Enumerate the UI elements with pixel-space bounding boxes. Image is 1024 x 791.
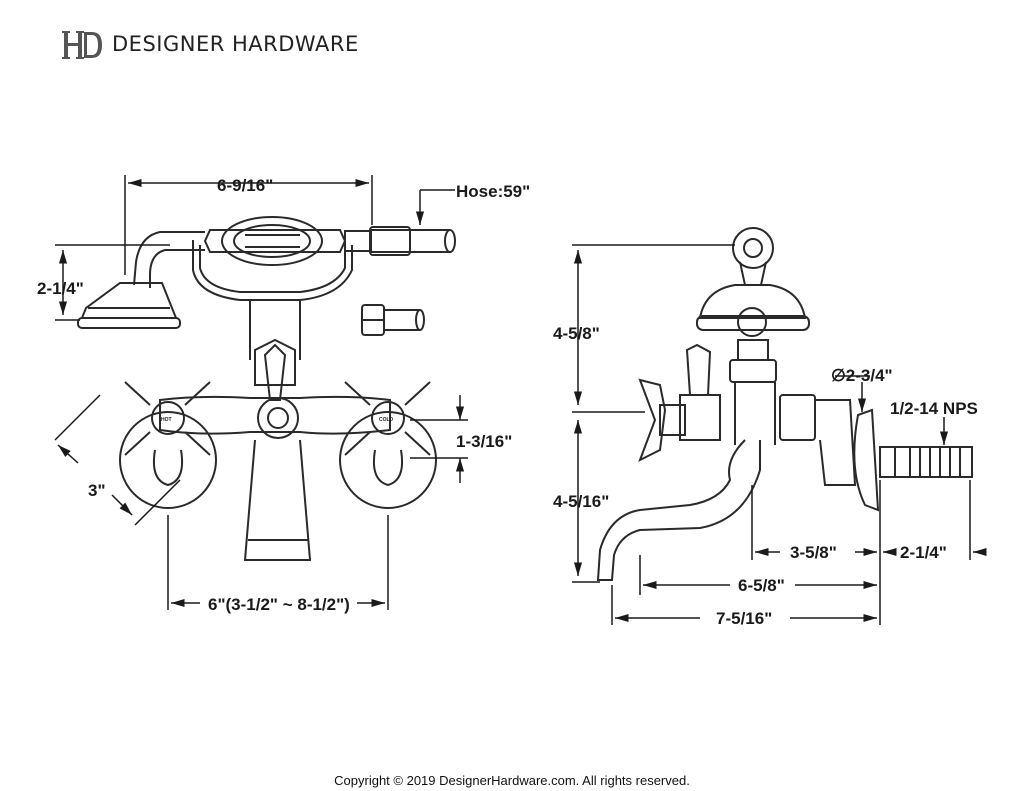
header: DESIGNER HARDWARE <box>62 26 359 62</box>
flange-diameter-label: ∅2-3/4" <box>831 366 893 385</box>
centers-label: 6"(3-1/2" ~ 8-1/2") <box>208 595 350 614</box>
side-dimensions <box>572 244 987 625</box>
lower-height-label: 4-5/16" <box>553 492 609 511</box>
spout-reach-label: 6-5/8" <box>738 576 785 595</box>
overall-reach-label: 7-5/16" <box>716 609 772 628</box>
front-dimensions <box>54 175 468 610</box>
cold-label: COLD <box>379 417 394 423</box>
thread-length-label: 2-1/4" <box>900 543 947 562</box>
side-view <box>596 227 973 581</box>
dh-monogram-icon <box>62 31 102 59</box>
thread-spec-label: 1/2-14 NPS <box>890 399 978 418</box>
handle-diameter-label: 3" <box>88 481 106 500</box>
handshower-height-label: 2-1/4" <box>37 279 84 298</box>
spout-height-label: 1-3/16" <box>456 432 512 451</box>
hose-length-label: Hose:59" <box>456 182 530 201</box>
shank-length-label: 3-5/8" <box>790 543 837 562</box>
handshower-width-label: 6-9/16" <box>217 176 273 195</box>
copyright-footer: Copyright © 2019 DesignerHardware.com. A… <box>334 773 690 788</box>
front-view <box>77 216 456 561</box>
hot-label: HOT <box>161 417 172 423</box>
brand-name: DESIGNER HARDWARE <box>112 32 359 56</box>
upper-height-label: 4-5/8" <box>553 324 600 343</box>
